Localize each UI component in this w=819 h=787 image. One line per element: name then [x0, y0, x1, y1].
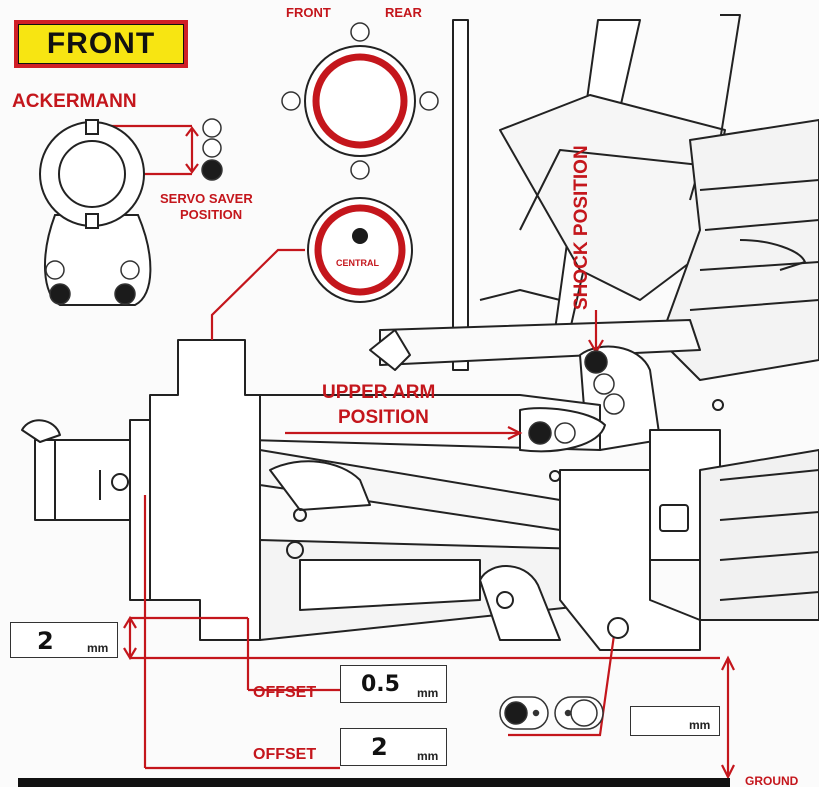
shock-holes [584, 350, 625, 415]
offset2-field[interactable]: 2 mm [340, 728, 447, 766]
kickup-offset-unit: mm [87, 641, 109, 655]
pivot-inserts [499, 696, 604, 730]
offset2-label: OFFSET [253, 746, 317, 763]
kickup-offset-field[interactable]: 2 mm [10, 622, 118, 658]
servo-saver-label-line2: POSITION [180, 207, 243, 222]
offset1-value: 0.5 [361, 672, 400, 697]
offset2-unit: mm [417, 749, 439, 763]
offset2-value: 2 [371, 733, 388, 761]
kickup-offset-value: 2 [37, 627, 54, 655]
bushing-rear-label: REAR [385, 5, 422, 20]
ground-label: GROUND [745, 774, 799, 787]
front-badge-inner: FRONT [18, 24, 184, 64]
ackermann-holes [201, 118, 223, 181]
ride-height-field[interactable]: mm [630, 706, 720, 736]
lower-pivot-pin [607, 617, 629, 639]
bushing-central [307, 197, 413, 303]
shock-position-label: SHOCK POSITION [571, 145, 592, 310]
ground-line [18, 778, 730, 787]
offset1-unit: mm [417, 686, 439, 700]
ride-height-unit: mm [689, 718, 711, 732]
upper-arm-label-line1: UPPER ARM [322, 382, 436, 403]
upper-arm-label-line2: POSITION [338, 407, 429, 428]
servo-saver-holes [45, 260, 140, 305]
front-badge-label: FRONT [46, 27, 156, 60]
front-badge: FRONT [14, 20, 188, 68]
bushing-front-rear [281, 22, 439, 180]
upper-arm-holes [528, 421, 576, 445]
bushing-central-label: CENTRAL [336, 258, 379, 268]
ackermann-title: ACKERMANN [12, 91, 137, 112]
bushing-front-label: FRONT [286, 5, 331, 20]
servo-saver-drawing [39, 119, 152, 306]
measurement-lines [92, 124, 735, 780]
offset1-label: OFFSET [253, 684, 317, 701]
suspension-line-art [21, 14, 819, 651]
offset1-field[interactable]: 0.5 mm [340, 665, 447, 703]
servo-saver-label-line1: SERVO SAVER [160, 191, 253, 206]
